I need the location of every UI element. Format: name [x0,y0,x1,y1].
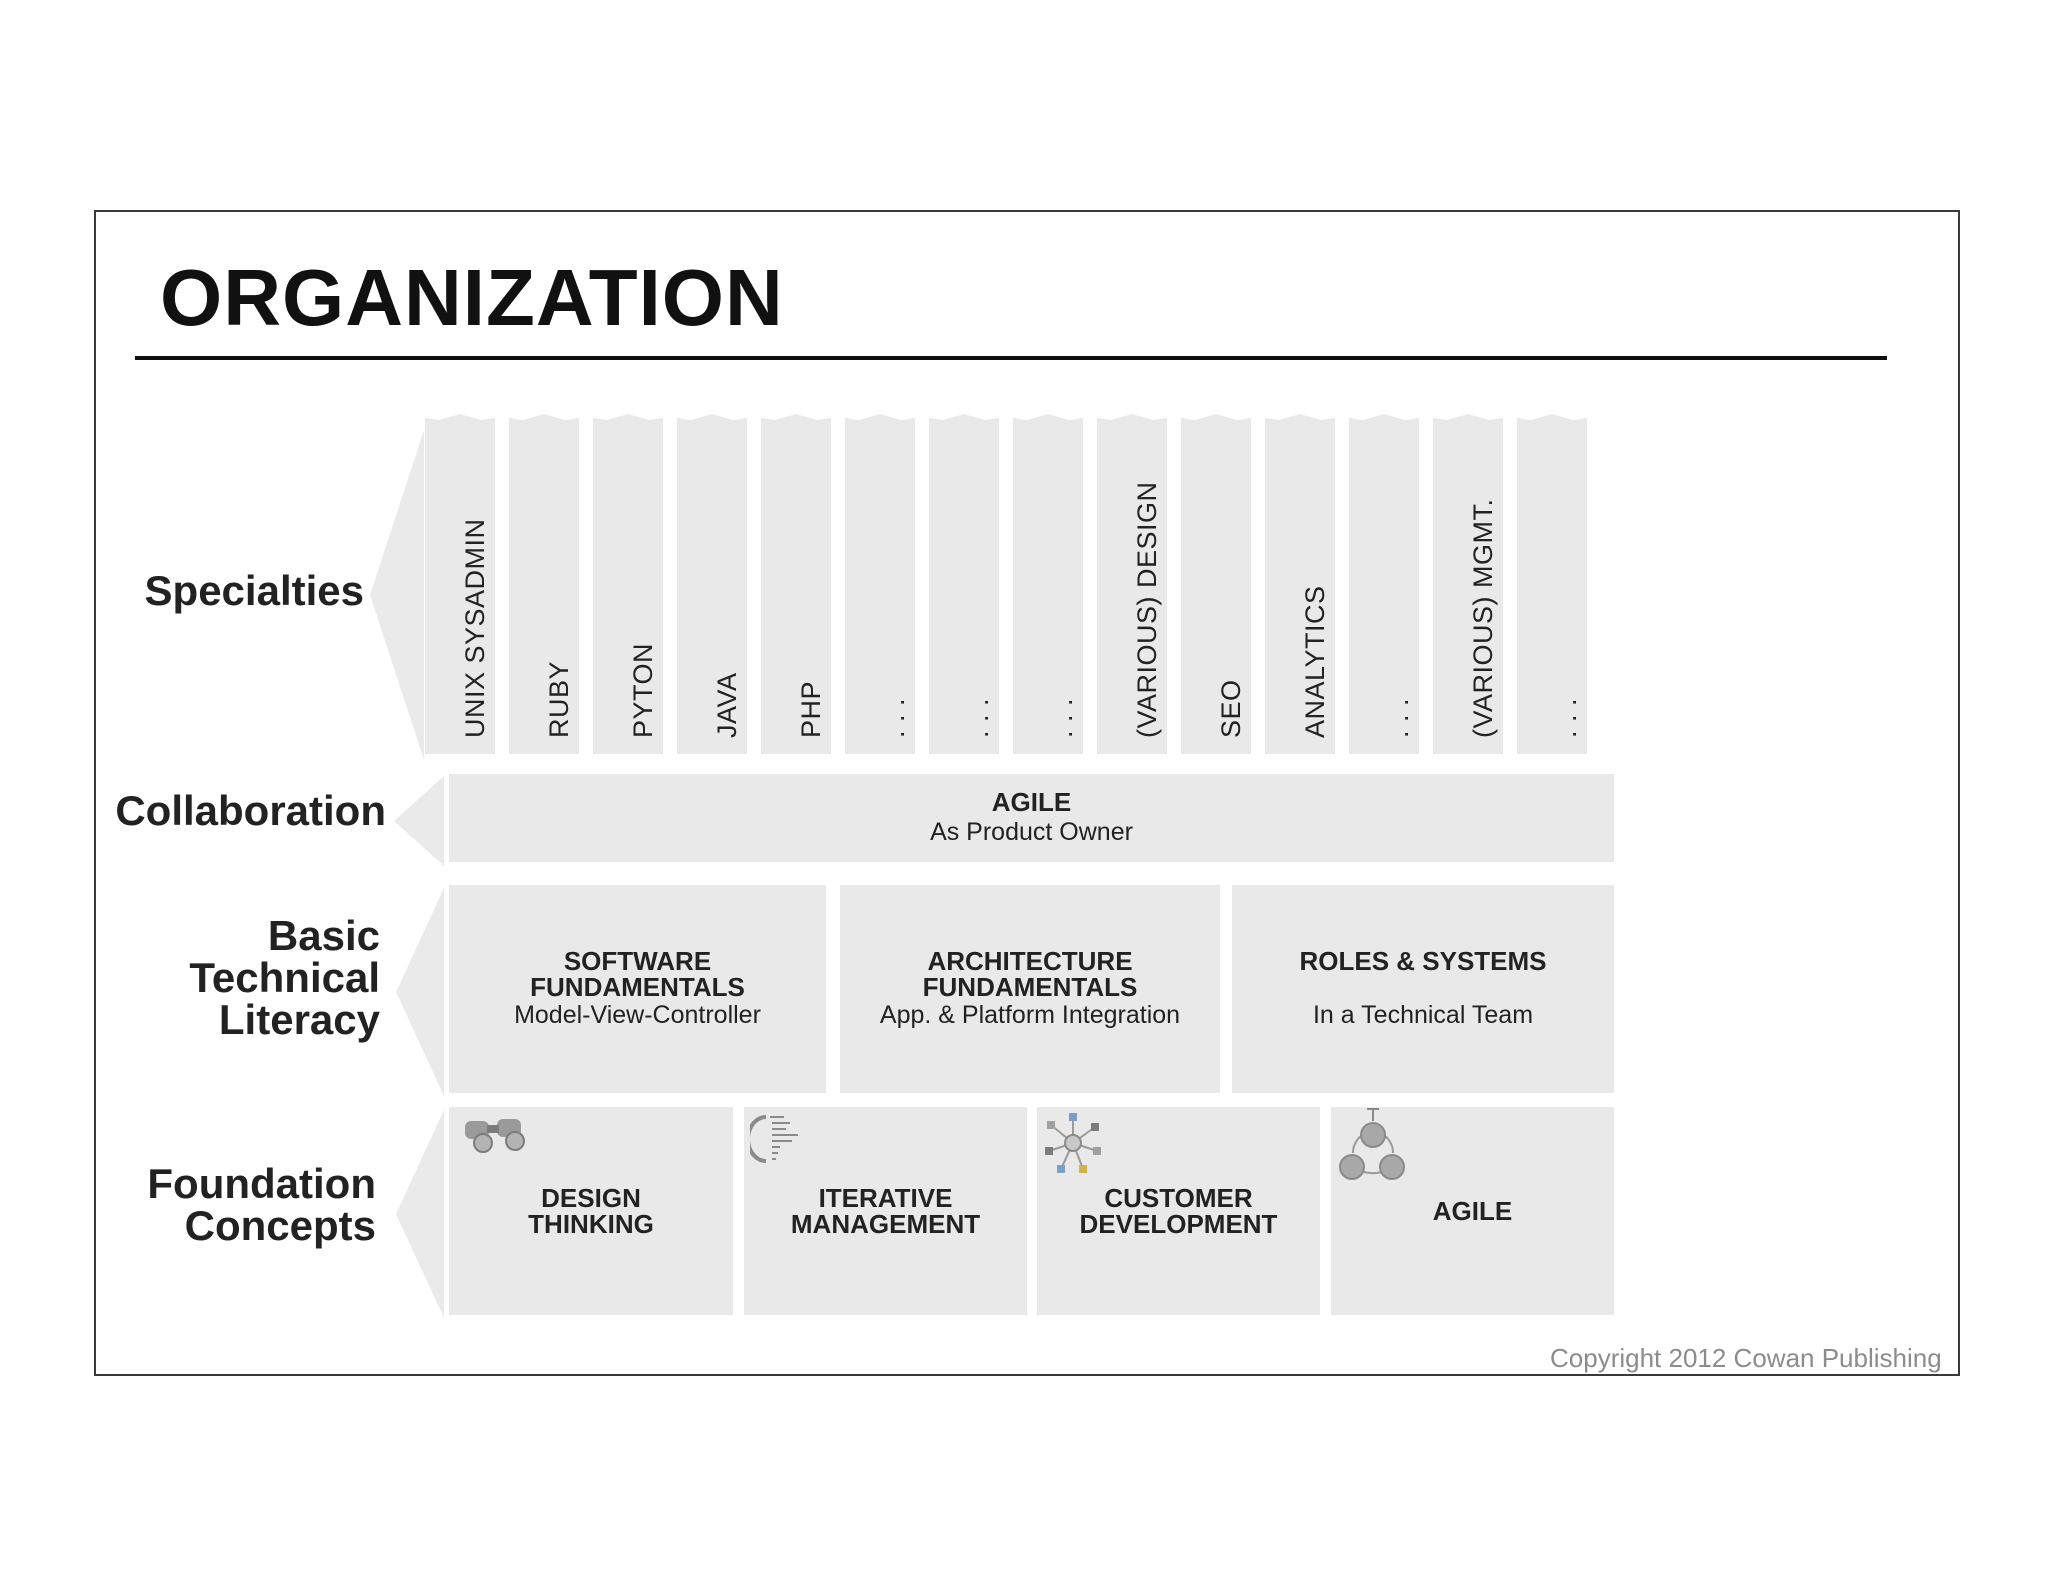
copyright-text: Copyright 2012 Cowan Publishing [1550,1343,1942,1373]
specialty-column: . . . [1013,414,1083,754]
column-cap [1013,414,1083,426]
hub-icon [1045,1113,1101,1173]
row-label-basic-technical-literacy: Basic Technical Literacy [150,915,380,1041]
binoculars-icon [465,1119,525,1153]
specialty-column: . . . [845,414,915,754]
title-divider [135,356,1887,360]
row-label-line: Foundation [147,1160,376,1207]
box-subtitle: App. & Platform Integration [879,1001,1181,1029]
box-title-line: FUNDAMENTALS [922,972,1138,1002]
row-label-foundation-concepts: Foundation Concepts [110,1163,376,1247]
specialties-arrow [370,430,424,760]
collaboration-subtitle: As Product Owner [930,818,1133,846]
specialty-column: RUBY [509,414,579,754]
foundation-box-design-thinking: DESIGN THINKING [449,1107,733,1315]
specialty-column: UNIX SYSADMIN [425,414,495,754]
basic-box-architecture-fundamentals: ARCHITECTURE FUNDAMENTALS App. & Platfor… [840,885,1220,1093]
column-cap [1097,414,1167,426]
box-subtitle: Model-View-Controller [514,1001,761,1029]
collaboration-box: AGILE As Product Owner [449,774,1614,862]
foundation-box-customer-development: CUSTOMER DEVELOPMENT [1037,1107,1320,1315]
column-cap [1181,414,1251,426]
box-title-line: AGILE [1432,1196,1513,1226]
specialty-column: SEO [1181,414,1251,754]
column-cap [1517,414,1587,426]
row-label-line: Basic [267,912,380,959]
box-title-line: THINKING [528,1209,654,1239]
box-title-line: ARCHITECTURE [927,946,1133,976]
basic-box-roles-systems: ROLES & SYSTEMS In a Technical Team [1232,885,1614,1093]
box-title-line: MANAGEMENT [790,1209,981,1239]
foundation-box-iterative-management: ITERATIVE MANAGEMENT [744,1107,1027,1315]
box-title-line: CUSTOMER [1104,1183,1253,1213]
foundation-box-agile: AGILE [1331,1107,1614,1315]
box-title-line: FUNDAMENTALS [530,972,745,1002]
specialty-column: . . . [1349,414,1419,754]
specialty-column: PYTON [593,414,663,754]
column-cap [425,414,495,426]
specialty-column: (VARIOUS) DESIGN [1097,414,1167,754]
column-cap [509,414,579,426]
foundation-arrow [396,1110,444,1318]
specialty-column: PHP [761,414,831,754]
page-title: ORGANIZATION [160,253,784,342]
column-cap [593,414,663,426]
specialty-column: (VARIOUS) MGMT. [1433,414,1503,754]
collaboration-title: AGILE [991,787,1072,817]
basic-literacy-arrow [396,888,444,1096]
column-cap [761,414,831,426]
column-cap [845,414,915,426]
box-subtitle: In a Technical Team [1312,1001,1534,1029]
row-label-line: Technical [189,954,380,1001]
specialty-column: ANALYTICS [1265,414,1335,754]
box-title-line: ROLES & SYSTEMS [1299,946,1547,976]
column-cap [677,414,747,426]
box-title-line: DESIGN [541,1183,641,1213]
row-label-specialties: Specialties [144,567,364,614]
specialty-column: JAVA [677,414,747,754]
specialty-column: . . . [1517,414,1587,754]
box-title-line: SOFTWARE [563,946,712,976]
column-cap [1433,414,1503,426]
basic-box-software-fundamentals: SOFTWARE FUNDAMENTALS Model-View-Control… [449,885,826,1093]
box-title-line: DEVELOPMENT [1079,1209,1278,1239]
cycle-icon [1339,1108,1405,1180]
outline-icon [750,1115,798,1163]
collaboration-arrow [394,776,444,866]
row-label-line: Concepts [184,1202,376,1249]
row-label-line: Literacy [218,996,380,1043]
box-title-line: ITERATIVE [818,1183,953,1213]
column-cap [1265,414,1335,426]
row-label-collaboration: Collaboration [115,787,386,834]
specialty-column: . . . [929,414,999,754]
column-cap [929,414,999,426]
column-cap [1349,414,1419,426]
